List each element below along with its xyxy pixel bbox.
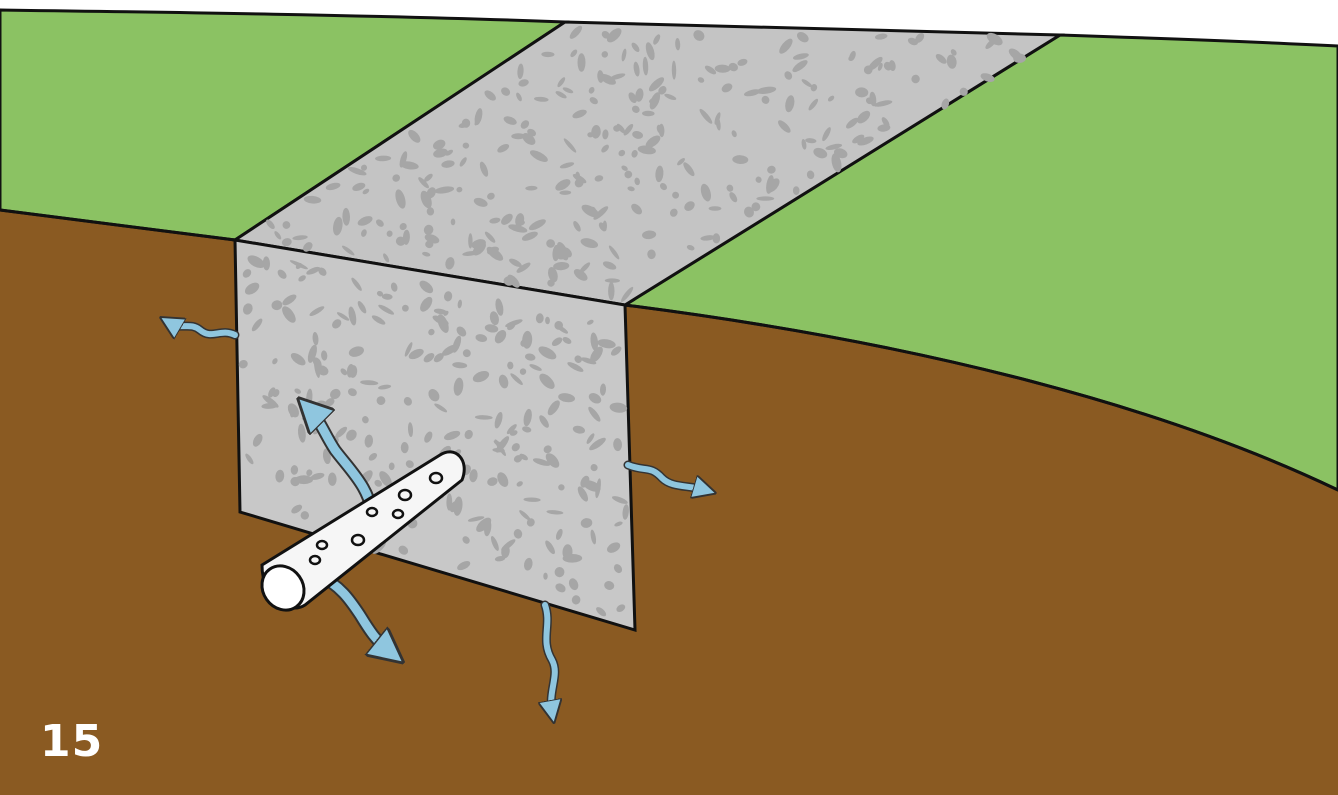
gravel-speckle [578, 53, 586, 72]
gravel-speckle [756, 196, 774, 200]
gravel-speckle [543, 573, 547, 580]
figure-number: 15 [40, 720, 103, 764]
gravel-speckle [709, 206, 722, 211]
gravel-speckle [608, 282, 614, 300]
gravel-speckle [295, 475, 313, 484]
gravel-speckle [504, 276, 515, 286]
